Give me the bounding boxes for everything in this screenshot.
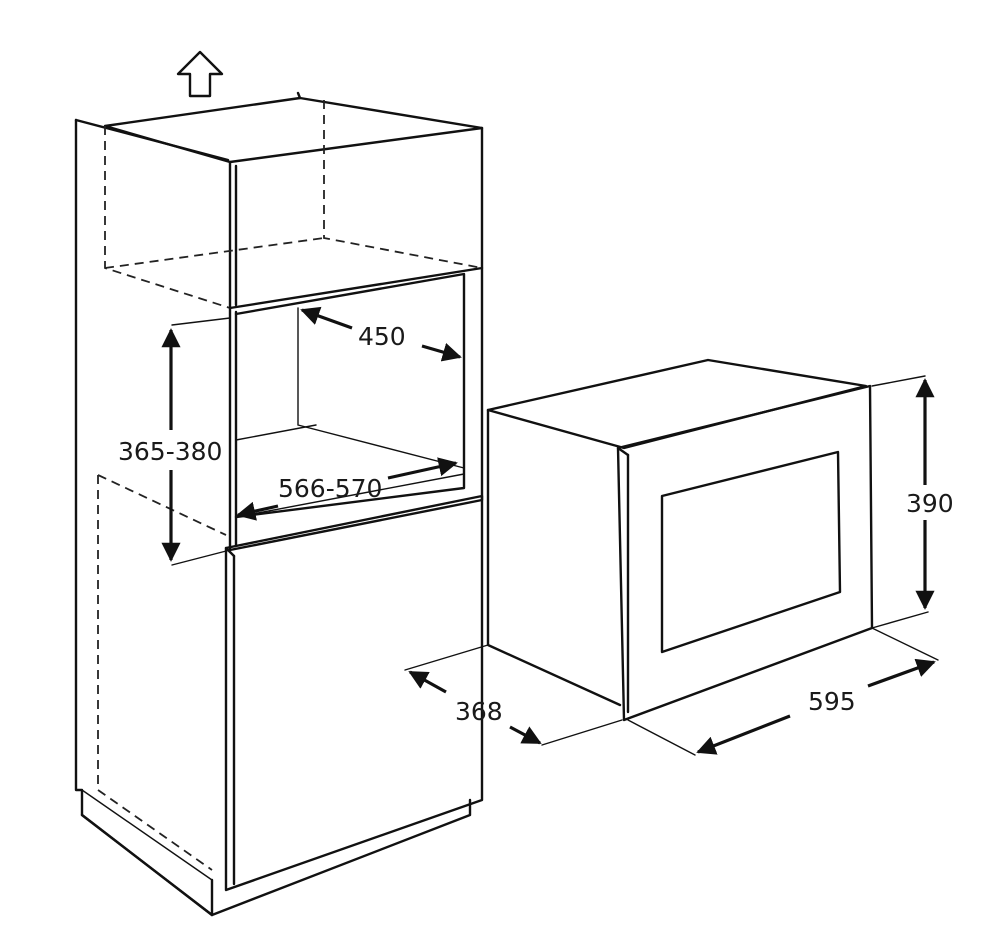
oven-depth-label: 368: [455, 697, 503, 726]
niche-width-label: 566-570: [278, 474, 382, 503]
vent-up-arrow-icon: [176, 50, 224, 98]
oven-width-dimension: 595: [627, 627, 939, 756]
niche-depth-dimension: 450: [300, 306, 462, 362]
tall-cabinet: [74, 91, 484, 917]
niche-width-dimension: 566-570: [236, 457, 458, 521]
niche-depth-label: 450: [358, 322, 406, 351]
oven-depth-dimension: 368: [404, 644, 623, 746]
oven-height-dimension: 390: [871, 375, 954, 629]
niche-height-dimension: 365-380: [118, 317, 231, 566]
oven-width-label: 595: [808, 687, 856, 716]
niche-height-label: 365-380: [118, 437, 222, 466]
oven-height-label: 390: [906, 489, 954, 518]
built-in-oven: [486, 358, 874, 722]
